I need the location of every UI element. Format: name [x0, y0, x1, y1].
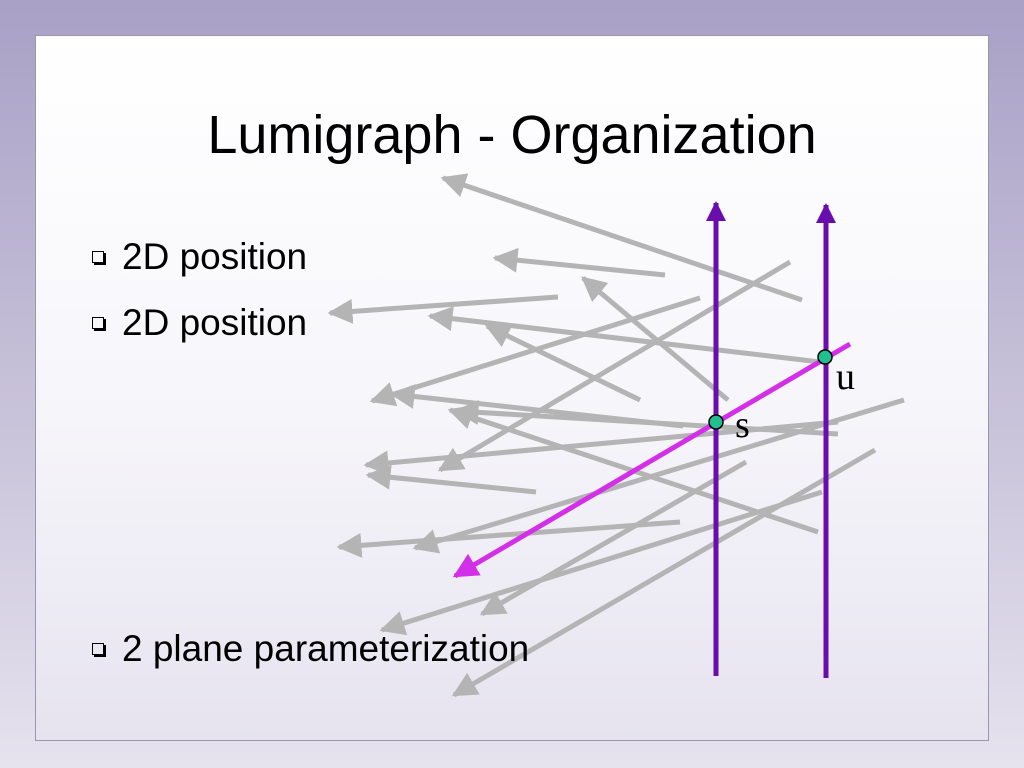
slide-frame: [35, 35, 989, 741]
light-ray: [451, 447, 877, 698]
light-ray: [440, 173, 803, 303]
light-ray: [484, 323, 642, 403]
highlight-ray: [452, 341, 852, 579]
bullet-text: 2D position: [122, 236, 308, 277]
slide-title: Lumigraph - Organization: [207, 105, 817, 165]
light-ray: [412, 397, 905, 554]
bullet-text: 2 plane parameterization: [122, 628, 530, 669]
u-plane-label: u: [836, 356, 855, 398]
bullet-item: 2D position: [92, 236, 307, 278]
bullet-text: 2D position: [122, 302, 308, 343]
light-ray: [479, 459, 748, 617]
light-ray: [365, 464, 537, 495]
bullet-box-icon: [92, 643, 104, 655]
bullet-box-icon: [92, 251, 104, 263]
light-ray: [336, 519, 681, 558]
bullet-box-icon: [92, 317, 104, 329]
light-ray: [437, 259, 792, 473]
light-ray: [581, 276, 730, 402]
parameter-planes: [706, 201, 836, 678]
bullet-item: 2 plane parameterization: [92, 628, 529, 670]
light-rays: [327, 173, 905, 698]
light-ray: [363, 419, 839, 476]
light-ray: [327, 294, 559, 324]
light-ray: [379, 489, 823, 636]
s-intersection-point: [708, 414, 724, 430]
light-ray: [492, 247, 666, 278]
u-intersection-point: [817, 349, 833, 365]
bullet-item: 2D position: [92, 302, 307, 344]
s-plane-label: s: [735, 404, 750, 446]
light-ray: [427, 306, 821, 365]
